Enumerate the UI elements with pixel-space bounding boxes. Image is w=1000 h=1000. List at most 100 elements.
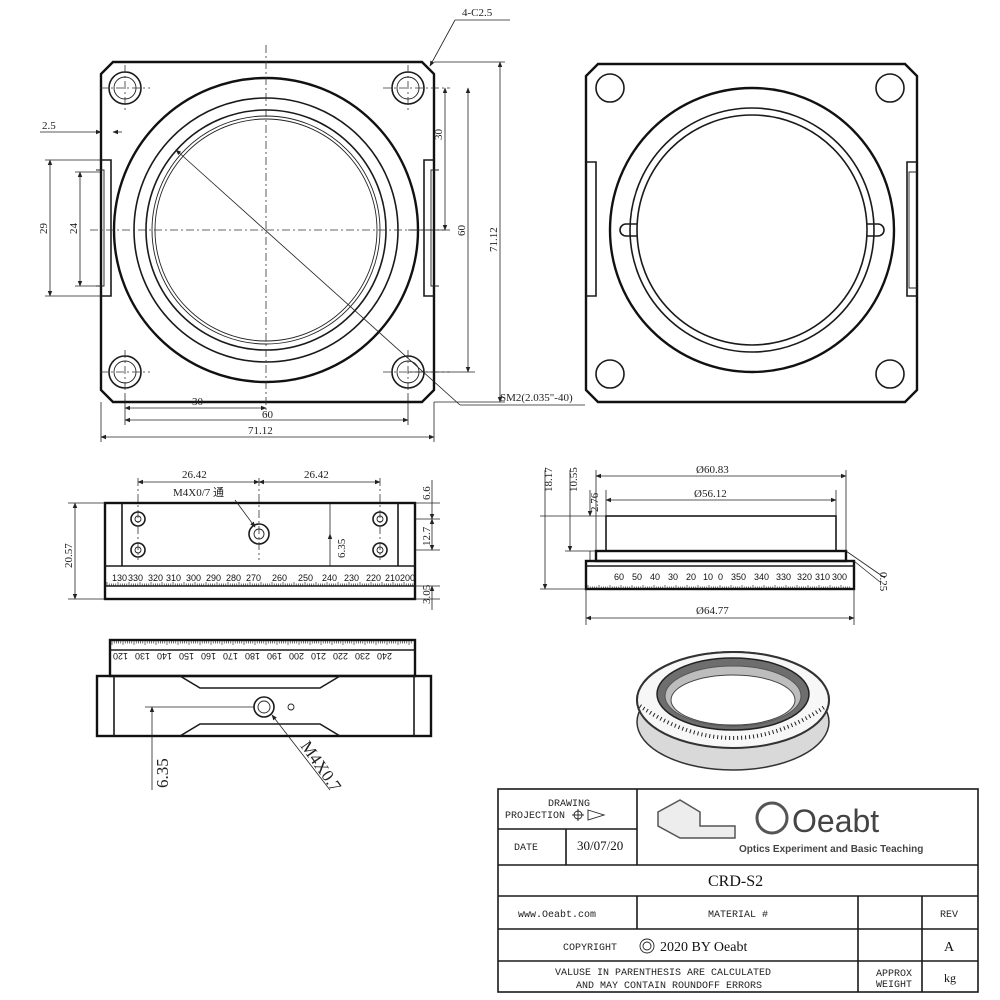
rear-mount-hole	[595, 73, 905, 389]
side-scale-label: 270	[246, 573, 261, 583]
projection-symbol-icon	[572, 809, 606, 821]
dim-60-right: 60	[456, 225, 468, 237]
bottom-scale-label: 240	[377, 651, 392, 661]
ring-scale-label: 20	[686, 572, 696, 582]
left-notch	[101, 159, 112, 297]
website: www.Oeabt.com	[518, 909, 596, 921]
bottom-groove-top	[179, 675, 341, 689]
dim-0-25: 0.25	[877, 572, 889, 592]
bottom-groove-bottom	[179, 723, 341, 737]
ring-scale-label: 310	[815, 572, 830, 582]
bottom-tap-hole	[253, 696, 275, 718]
bottom-scale-label: 230	[355, 651, 370, 661]
bottom-scale-label: 210	[311, 651, 326, 661]
side-scale-label: 200	[400, 573, 415, 583]
dim-10-55: 10.55	[568, 467, 580, 492]
dim-6-35: 6.35	[336, 538, 348, 558]
side-scale-label: 240	[322, 573, 337, 583]
side-scale-label: 290	[206, 573, 221, 583]
dim-71-12-bottom: 71.12	[248, 425, 273, 437]
ring-flange	[594, 549, 848, 563]
bottom-scale-label: 190	[267, 651, 282, 661]
note-line-1: VALUSE IN PARENTHESIS ARE CALCULATED	[555, 968, 771, 979]
title-block: DRAWING PROJECTION DATE 30/07/20 Oeabt O…	[497, 788, 979, 993]
bottom-scale-label: 220	[333, 651, 348, 661]
ring-scale-label: 10	[703, 572, 713, 582]
material-label: MATERIAL #	[708, 910, 768, 921]
bottom-tap-label: M4X0.7	[297, 737, 346, 795]
side-view: 130 330 320 310 300 290 280 270 260 250 …	[63, 469, 440, 610]
side-scale-label: 330	[128, 573, 143, 583]
dim-24: 24	[68, 223, 80, 235]
date-value: 30/07/20	[577, 838, 623, 853]
ring-section-view: 60 50 40 30 20 10 0 350 340 330 320 310 …	[540, 464, 889, 625]
side-scale-label: 310	[166, 573, 181, 583]
dim-30-right: 30	[433, 129, 445, 141]
dim-71-12-right: 71.12	[488, 227, 500, 252]
ring-scale-label: 350	[731, 572, 746, 582]
ring-scale-label: 30	[668, 572, 678, 582]
projection-label-2: PROJECTION	[505, 811, 565, 822]
weight-unit: kg	[944, 971, 956, 985]
side-scale-label: 320	[148, 573, 163, 583]
bottom-scale-label: 150	[179, 651, 194, 661]
dim-2-5: 2.5	[42, 120, 56, 132]
ring-scale-label: 330	[776, 572, 791, 582]
side-tap-label: M4X0/7 通	[173, 486, 224, 499]
bottom-body	[95, 674, 433, 738]
dim-2-76: 2.76	[589, 492, 601, 512]
side-scale-label: 260	[272, 573, 287, 583]
dim-phi-60-83: Ø60.83	[696, 464, 729, 476]
dim-30-bottom: 30	[192, 396, 204, 408]
approx-label: APPROX	[876, 969, 912, 980]
dim-phi-56-12: Ø56.12	[694, 488, 727, 500]
brand-tagline: Optics Experiment and Basic Teaching	[739, 844, 923, 855]
side-scale-label: 300	[186, 573, 201, 583]
bottom-scale-label: 160	[201, 651, 216, 661]
dim-20-57: 20.57	[63, 543, 75, 568]
ring-scale-label: 40	[650, 572, 660, 582]
copyright-value: 2020 BY Oeabt	[660, 940, 747, 955]
right-notch	[423, 159, 434, 297]
part-number: CRD-S2	[708, 873, 763, 890]
dim-3-05: 3.05	[421, 584, 433, 604]
rev-value: A	[944, 940, 955, 955]
rev-label: REV	[940, 910, 958, 921]
dim-phi-64-77: Ø64.77	[696, 605, 729, 617]
ring-scale-label: 0	[718, 572, 723, 582]
bottom-scale-label: 140	[157, 651, 172, 661]
dim-6-6: 6.6	[421, 486, 433, 500]
brand-name: Oeabt	[792, 803, 879, 839]
dim-60-bottom: 60	[262, 409, 274, 421]
oeabt-logo-icon: Oeabt Optics Experiment and Basic Teachi…	[657, 799, 923, 855]
side-scale: 130 330 320 310 300 290 280 270 260 250 …	[106, 573, 415, 586]
bottom-scale-label: 130	[135, 651, 150, 661]
dim-18-17: 18.17	[543, 467, 555, 492]
bottom-dim-6-35: 6.35	[153, 758, 172, 788]
front-plate-outline	[99, 60, 436, 404]
rear-outer-ring	[608, 86, 896, 374]
ring-body-top	[605, 515, 837, 552]
dim-26-42-left: 26.42	[182, 469, 207, 481]
front-view: SM2(2.035"-40) 4-C2.5 2.5 29 24 30 60 71…	[38, 7, 585, 442]
ring-3d-render	[636, 651, 830, 771]
side-scale-label: 280	[226, 573, 241, 583]
ring-scale: 60 50 40 30 20 10 0 350 340 330 320 310 …	[587, 572, 851, 589]
dim-12-7: 12.7	[421, 526, 433, 546]
ring-scale-label: 320	[797, 572, 812, 582]
side-scale-label: 220	[366, 573, 381, 583]
rear-view	[584, 62, 919, 404]
bottom-view: 120 130 140 150 160 170 180 190 200 210 …	[95, 638, 433, 796]
thread-label: SM2(2.035"-40)	[500, 392, 573, 404]
projection-label-1: DRAWING	[548, 799, 590, 810]
bottom-scale: 120 130 140 150 160 170 180 190 200 210 …	[111, 641, 412, 661]
rear-slot-left	[619, 223, 637, 237]
dim-26-42-right: 26.42	[304, 469, 329, 481]
weight-label: WEIGHT	[876, 980, 912, 991]
dim-29: 29	[38, 223, 50, 235]
ring-scale-label: 50	[632, 572, 642, 582]
ring-scale-label: 60	[614, 572, 624, 582]
copyright-icon	[639, 938, 655, 954]
bottom-scale-label: 180	[245, 651, 260, 661]
